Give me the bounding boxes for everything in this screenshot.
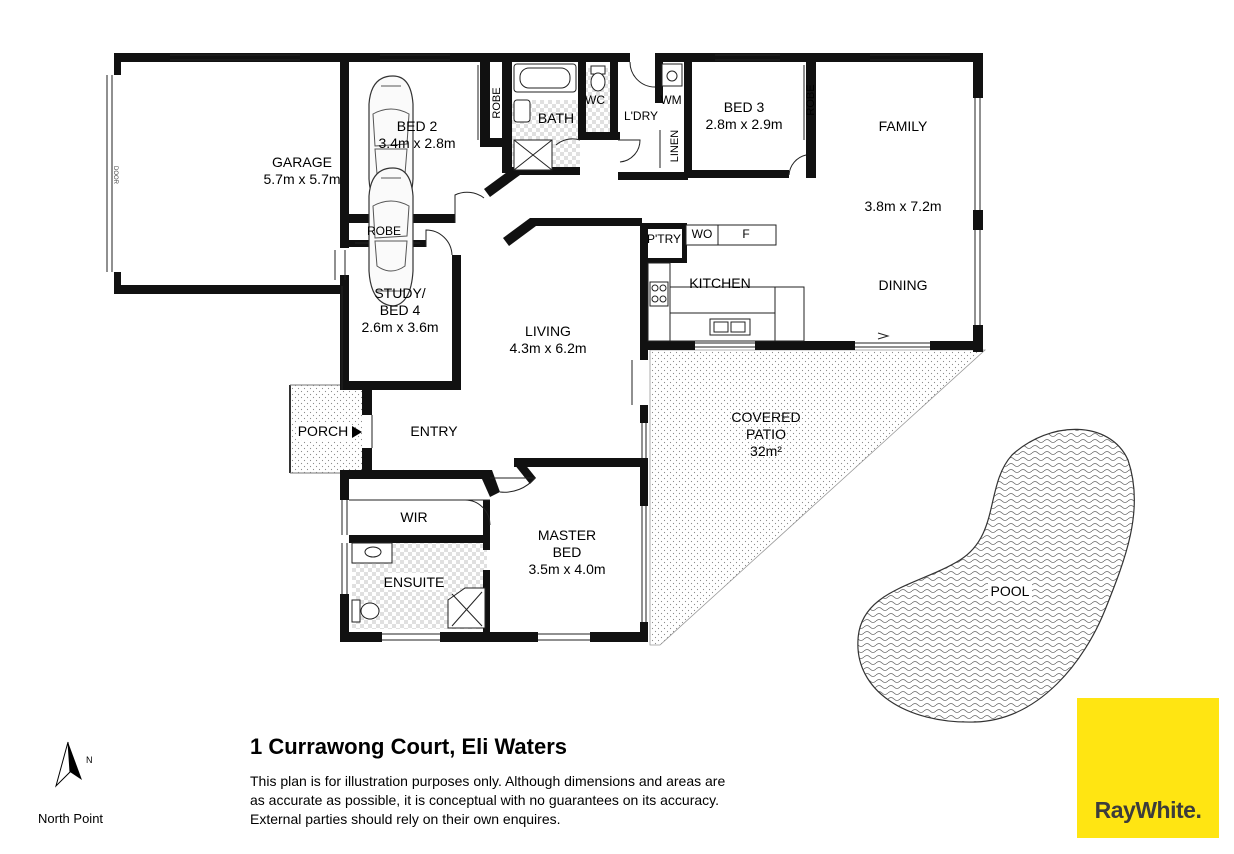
master-size: 3.5m x 4.0m <box>528 561 605 577</box>
fridge-label: F <box>742 227 749 241</box>
wm-label: WM <box>660 93 681 107</box>
ensuite-label: ENSUITE <box>384 574 445 590</box>
bathtub-icon <box>513 63 577 93</box>
pantry-label: P'TRY <box>647 232 681 246</box>
sink-icon <box>513 99 531 123</box>
patio-size: 32m² <box>750 443 782 459</box>
raywhite-logo-text: RayWhite. <box>1094 797 1202 823</box>
wall-oven-label: WO <box>692 227 713 241</box>
walls <box>114 53 983 642</box>
study-size: 2.6m x 3.6m <box>361 319 438 335</box>
patio-arrow-icon <box>877 332 890 340</box>
bed2-robe-label: ROBE <box>491 87 503 118</box>
windows <box>106 54 981 641</box>
north-point-label: North Point <box>38 811 104 826</box>
bed2-label: BED 2 <box>397 118 438 134</box>
disclaimer-line: This plan is for illustration purposes o… <box>250 773 726 789</box>
ensuite-vanity-icon <box>351 542 393 564</box>
study-label-line1: STUDY/ <box>374 285 425 301</box>
shower-icon <box>513 139 553 171</box>
study-label-line2: BED 4 <box>380 302 421 318</box>
raywhite-logo: RayWhite. <box>1077 698 1219 838</box>
family-label: FAMILY <box>879 118 928 134</box>
patio-label-line1: COVERED <box>731 409 800 425</box>
pool-area <box>857 428 1135 723</box>
room-labels: GARAGE 5.7m x 5.7m DOOR BED 2 3.4m x 2.8… <box>112 84 1032 599</box>
ensuite-toilet-icon <box>351 599 380 623</box>
living-size: 4.3m x 6.2m <box>509 340 586 356</box>
bed3-robe-label: ROBE <box>805 84 817 115</box>
covered-patio-area <box>649 349 987 646</box>
cooktop-icon <box>649 281 669 307</box>
fixtures <box>351 63 890 629</box>
master-label-line1: MASTER <box>538 527 596 543</box>
living-label: LIVING <box>525 323 571 339</box>
bath-label: BATH <box>538 110 574 126</box>
bed2-size: 3.4m x 2.8m <box>378 135 455 151</box>
bed3-size: 2.8m x 2.9m <box>705 116 782 132</box>
north-letter: N <box>86 755 93 765</box>
kitchen-label: KITCHEN <box>689 275 750 291</box>
bed3-label: BED 3 <box>724 99 765 115</box>
entry-label: ENTRY <box>410 423 458 439</box>
dining-label: DINING <box>879 277 928 293</box>
linen-label: LINEN <box>669 130 681 162</box>
laundry-label: L'DRY <box>624 109 658 123</box>
laundry-tub-icon <box>661 63 683 87</box>
entry-arrow-icon <box>352 426 362 438</box>
pool-label-box <box>988 582 1032 599</box>
garage-door-label: DOOR <box>112 166 118 185</box>
ensuite-shower-icon <box>447 587 486 629</box>
patio-label-line2: PATIO <box>746 426 786 442</box>
family-dining-size: 3.8m x 7.2m <box>864 198 941 214</box>
toilet-icon <box>590 65 606 92</box>
pool-label: POOL <box>991 583 1030 599</box>
ensuite-label-box <box>385 573 443 590</box>
porch-label: PORCH <box>298 423 349 439</box>
wc-label: WC <box>585 93 605 107</box>
kitchen-sink-icon <box>709 318 751 336</box>
wir-label: WIR <box>400 509 427 525</box>
garage-label: GARAGE <box>272 154 332 170</box>
porch-label-box <box>296 422 350 440</box>
master-label-line2: BED <box>553 544 582 560</box>
property-address-title: 1 Currawong Court, Eli Waters <box>250 734 568 759</box>
north-arrow-icon: N <box>55 741 93 788</box>
study-robe-label: ROBE <box>367 224 401 238</box>
disclaimer: This plan is for illustration purposes o… <box>250 772 810 829</box>
garage-size: 5.7m x 5.7m <box>263 171 340 187</box>
disclaimer-line: as accurate as possible, it is conceptua… <box>250 792 719 808</box>
disclaimer-line: External parties should rely on their ow… <box>250 811 561 827</box>
doors <box>334 61 807 526</box>
